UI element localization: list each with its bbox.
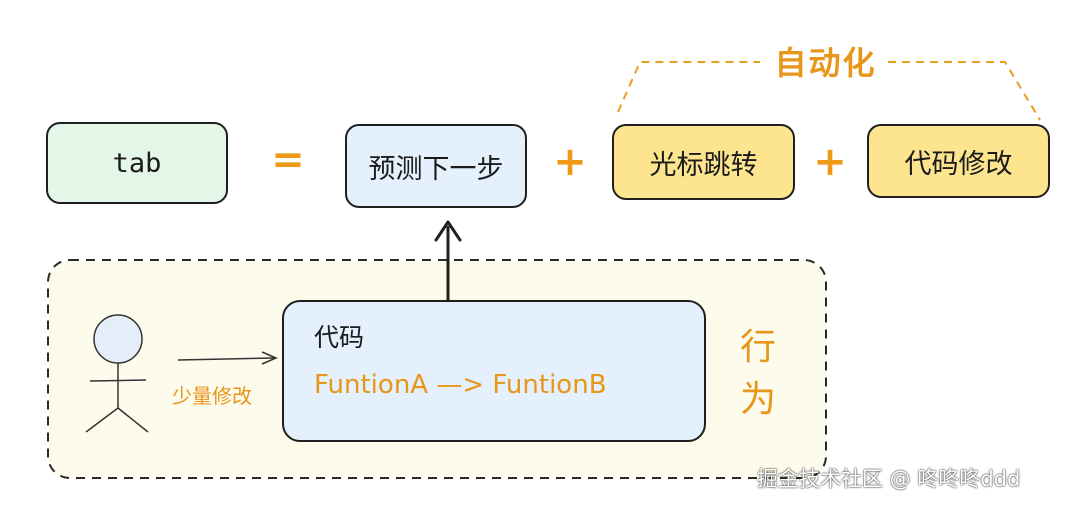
up-arrow <box>434 220 462 300</box>
watermark: 掘金技术社区 @ 咚咚咚ddd <box>757 467 1021 491</box>
person-icon <box>85 314 149 433</box>
behavior-label-char-1: 行 <box>740 327 777 368</box>
code-edit-label: 代码修改 <box>904 148 1013 180</box>
predict-next-step-box: 预测下一步 <box>345 124 527 208</box>
tab-label: tab <box>112 147 162 179</box>
plus-sign-2: + <box>813 139 847 185</box>
small-edit-label: 少量修改 <box>172 384 252 408</box>
equals-sign: = <box>271 137 305 183</box>
plus-sign-1: + <box>553 139 587 185</box>
code-title: 代码 <box>314 323 365 352</box>
code-change-text: FuntionA —> FuntionB <box>314 370 607 400</box>
cursor-jump-label: 光标跳转 <box>649 149 758 181</box>
behavior-label-char-2: 为 <box>740 379 777 420</box>
automation-bracket <box>617 61 1041 121</box>
predict-next-step-label: 预测下一步 <box>368 153 504 185</box>
tab-box: tab <box>46 122 228 204</box>
code-box: 代码 FuntionA —> FuntionB <box>282 300 706 442</box>
cursor-jump-box: 光标跳转 <box>612 124 795 200</box>
automation-label: 自动化 <box>774 44 877 82</box>
code-edit-box: 代码修改 <box>867 124 1050 198</box>
right-arrow <box>177 351 278 365</box>
